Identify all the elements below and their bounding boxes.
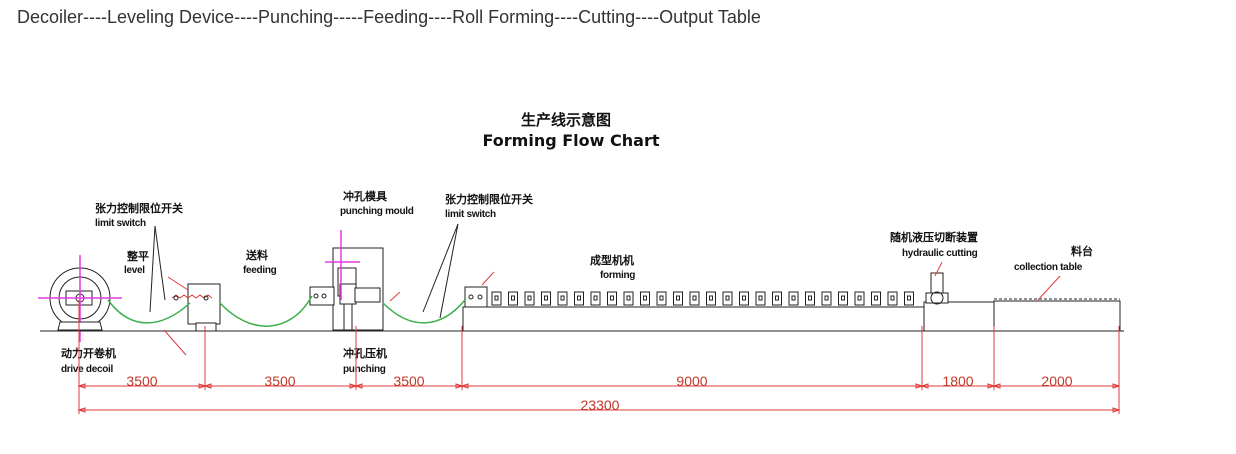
forming-stand-roll (742, 295, 746, 301)
forming-stand-roll (511, 295, 515, 301)
forming-stand-roll (593, 295, 598, 301)
limit-switch-2-en: limit switch (445, 209, 496, 220)
forming-stand (557, 291, 568, 306)
forming-stand (640, 291, 650, 306)
forming-stand (838, 291, 848, 306)
dimension-label: 3500 (393, 373, 424, 389)
forming-stands (491, 291, 914, 306)
feeding-en: feeding (243, 265, 277, 276)
forming-stand-roll (824, 295, 829, 301)
steel-strip (107, 295, 466, 327)
forming-stand (805, 291, 815, 306)
punching-mould-cn: 冲孔模具 (343, 189, 387, 203)
forming-stand (590, 291, 601, 306)
forming-stand-roll (659, 295, 664, 301)
forming-stand-roll (907, 295, 911, 301)
limit-switch-1-en: limit switch (95, 218, 146, 229)
dimension-label: 3500 (126, 373, 157, 389)
level-en: level (124, 265, 145, 276)
dimension-label: 9000 (676, 373, 707, 389)
forming-stand-roll (841, 295, 845, 301)
forming-stand (788, 291, 799, 306)
forming-en: forming (600, 270, 635, 281)
forming-stand (871, 291, 881, 306)
feeding-cn: 送料 (245, 248, 268, 262)
forming-stand-roll (643, 295, 647, 301)
forming-stand (607, 291, 617, 306)
forming-stand (755, 291, 766, 306)
forming-stand-roll (857, 295, 862, 301)
forming-stand-roll (874, 295, 878, 301)
forming-stand-roll (544, 295, 548, 301)
dimension-label: 1800 (942, 373, 973, 389)
forming-cn: 成型机机 (590, 253, 634, 267)
forming-stand-roll (494, 295, 499, 301)
punching-mould-en: punching mould (340, 206, 414, 217)
collection-table-cn: 料台 (1071, 244, 1093, 258)
forming-stand (673, 291, 683, 306)
forming-stand-roll (610, 295, 614, 301)
forming-stand-roll (890, 295, 895, 301)
dimension-label: 3500 (264, 373, 295, 389)
level-cn: 整平 (126, 249, 149, 263)
forming-stand (524, 291, 535, 306)
forming-stand (854, 291, 865, 306)
forming-stand (772, 291, 782, 306)
forming-stand-roll (626, 295, 631, 301)
roll-forming-machine (462, 286, 926, 332)
dimension-label: 2000 (1041, 373, 1072, 389)
decoiler (38, 255, 122, 342)
forming-stand (491, 291, 502, 306)
forming-stand (887, 291, 898, 306)
forming-stand (623, 291, 634, 306)
forming-stand-roll (791, 295, 796, 301)
hydraulic-cutting-en: hydraulic cutting (902, 248, 978, 259)
output-table (993, 298, 1121, 332)
drive-decoil-cn: 动力开卷机 (61, 346, 116, 360)
leveling-device (171, 283, 221, 332)
forming-stand-roll (758, 295, 763, 301)
forming-stand-roll (560, 295, 565, 301)
forming-stand-roll (676, 295, 680, 301)
drive-decoil-en: drive decoil (61, 364, 113, 375)
forming-stand (739, 291, 749, 306)
forming-stand-roll (808, 295, 812, 301)
forming-stand (722, 291, 733, 306)
forming-stand (541, 291, 551, 306)
total-length-label: 23300 (581, 397, 620, 413)
flow-caption: Decoiler----Leveling Device----Punching-… (17, 7, 761, 27)
forming-stand-roll (692, 295, 697, 301)
forming-stand (706, 291, 716, 306)
collection-table-en: collection table (1014, 262, 1083, 273)
forming-stand (574, 291, 584, 306)
hydraulic-cutter (923, 272, 995, 332)
forming-stand-roll (775, 295, 779, 301)
chart-title-cn: 生产线示意图 (521, 111, 611, 129)
forming-stand (508, 291, 518, 306)
dimension-lines (77, 300, 1121, 414)
forming-stand (656, 291, 667, 306)
limit-switch-2-cn: 张力控制限位开关 (445, 192, 533, 206)
chart-title-en: Forming Flow Chart (483, 131, 660, 150)
forming-stand (689, 291, 700, 306)
forming-stand (904, 291, 914, 306)
forming-stand-roll (725, 295, 730, 301)
hydraulic-cutting-cn: 随机液压切断装置 (890, 230, 978, 244)
forming-stand-roll (709, 295, 713, 301)
forming-stand-roll (527, 295, 532, 301)
forming-stand-roll (577, 295, 581, 301)
limit-switch-1-cn: 张力控制限位开关 (95, 201, 183, 215)
punching-press-cn: 冲孔压机 (343, 346, 387, 360)
forming-stand (821, 291, 832, 306)
punching-press-en: punching (343, 364, 386, 375)
punching-press (309, 230, 384, 331)
